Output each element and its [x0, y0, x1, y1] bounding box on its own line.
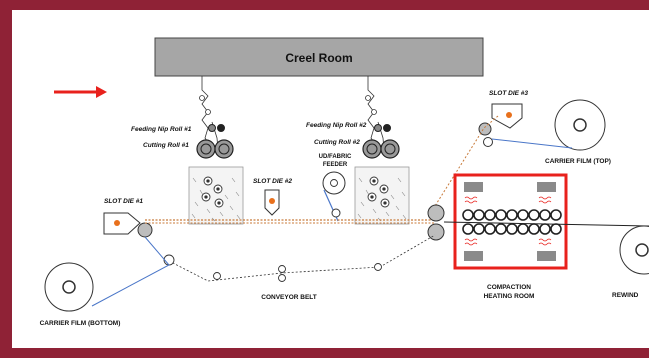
compaction-label-1: COMPACTION	[487, 284, 531, 291]
carrier-film-top-roll	[554, 99, 606, 151]
chopped-fiber-hatch-1	[191, 177, 241, 222]
conveyor-rollers	[163, 254, 382, 282]
slot-die-3	[491, 103, 523, 129]
nip-roll-top	[427, 204, 445, 222]
rewind-label: REWIND	[612, 292, 639, 299]
slot-die-1	[103, 212, 141, 235]
slot-die-3-label: SLOT DIE #3	[489, 90, 528, 97]
ud-fabric-feeder-label-2: FEEDER	[323, 162, 348, 168]
compaction-label-2: HEATING ROOM	[484, 293, 535, 300]
process-diagram: Creel Room	[40, 37, 649, 327]
idler-roll-dot	[205, 109, 211, 115]
idler-roll-dot	[199, 95, 205, 101]
ud-fabric-feeder-label-1: UD/FABRIC	[319, 154, 352, 160]
slot-die-1-label: SLOT DIE #1	[104, 198, 143, 205]
conveyor-belt-label: CONVEYOR BELT	[261, 294, 317, 301]
conveyor-belt-line	[168, 234, 436, 282]
heat-wave-icons	[464, 196, 552, 246]
feeding-nip-roll-1	[208, 124, 216, 132]
feeding-nip-roll-2	[374, 124, 382, 132]
feeding-nip-roll-2b	[383, 124, 391, 132]
chopper-housing-2	[354, 166, 410, 225]
spreader-gears-2	[367, 176, 390, 208]
carrier-film-top-label: CARRIER FILM (TOP)	[545, 158, 611, 165]
chopper-housing-1	[188, 166, 244, 225]
lamination-roll-left	[137, 222, 153, 238]
nip-roll-bottom	[427, 223, 445, 241]
feeding-nip-roll-1b	[217, 124, 225, 132]
creel-room-box	[154, 37, 484, 77]
ud-fabric-feeder-roll	[322, 171, 346, 195]
feeding-nip-roll-2-label: Feeding Nip Roll #2	[306, 122, 367, 129]
bottom-film-line	[91, 236, 170, 307]
cutting-unit-2	[354, 124, 410, 225]
slot-die-2	[264, 189, 280, 216]
slot-die-2-label: SLOT DIE #2	[253, 178, 292, 185]
compaction-rollers	[462, 209, 562, 235]
compaction-web-line	[443, 221, 649, 227]
cutting-roll-2-right	[380, 139, 400, 159]
cutting-roll-1-label: Cutting Roll #1	[143, 142, 189, 149]
direction-arrow	[54, 86, 107, 98]
cutting-roll-2-label: Cutting Roll #2	[314, 139, 360, 146]
idler-roll-dot	[371, 109, 377, 115]
top-film-line	[491, 138, 573, 149]
top-film-guide-roll-1	[478, 122, 492, 136]
feeder-guide-roll	[331, 208, 341, 218]
creel-room-label: Creel Room	[285, 51, 352, 65]
top-film-guide-roll-2	[483, 137, 493, 147]
heater-blocks	[464, 182, 556, 261]
cutting-roll-2-left	[362, 139, 382, 159]
spreader-gears-1	[201, 176, 224, 208]
feeding-nip-roll-1-label: Feeding Nip Roll #1	[131, 126, 192, 133]
cutting-roll-1-right	[214, 139, 234, 159]
rewind-roll	[619, 225, 649, 275]
idler-roll-dot	[365, 95, 371, 101]
cutting-unit-1	[188, 124, 244, 225]
carrier-film-bottom-roll	[44, 262, 94, 312]
cutting-roll-1-left	[196, 139, 216, 159]
diagram-frame: Creel Room	[12, 10, 649, 348]
carrier-film-bottom-label: CARRIER FILM (BOTTOM)	[40, 320, 121, 327]
